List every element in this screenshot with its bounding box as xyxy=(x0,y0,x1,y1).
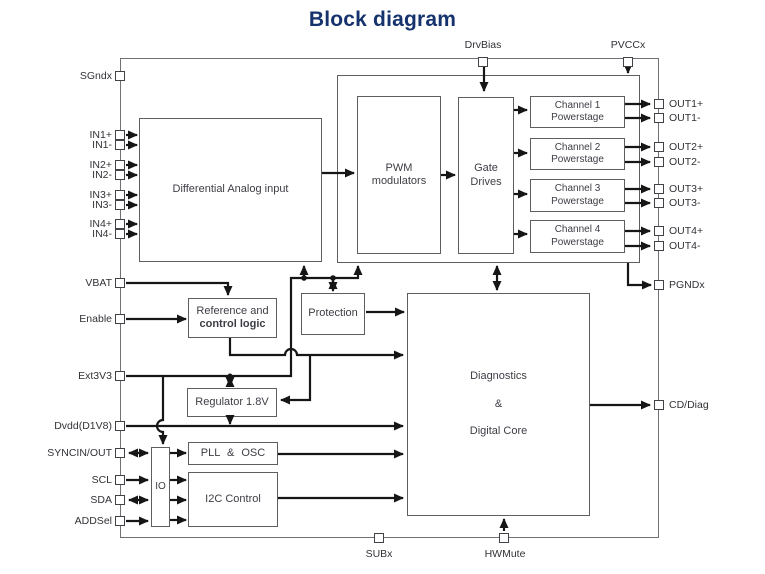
pin-dvdd xyxy=(115,421,125,431)
digital-io-wires xyxy=(126,448,404,526)
pin-drvbias xyxy=(478,57,488,67)
pin-enable xyxy=(115,314,125,324)
pin-in4-minus xyxy=(115,229,125,239)
supply-and-control-wires xyxy=(126,64,651,531)
pin-label-out1n: OUT1- xyxy=(669,112,701,124)
pin-in4-plus xyxy=(115,219,125,229)
pin-label-in3p: IN3+ xyxy=(89,189,112,201)
pin-label-syncinout: SYNCIN/OUT xyxy=(47,447,112,459)
block-channel-4-powerstage: Channel 4 Powerstage xyxy=(530,220,625,253)
pin-label-dvdd: Dvdd(D1V8) xyxy=(54,420,112,432)
pin-out2-plus xyxy=(654,142,664,152)
pin-label-in2n: IN2- xyxy=(92,169,112,181)
pin-out1-minus xyxy=(654,113,664,123)
pin-label-out3n: OUT3- xyxy=(669,197,701,209)
block-channel-3-powerstage: Channel 3 Powerstage xyxy=(530,179,625,212)
pin-label-pgndx: PGNDx xyxy=(669,279,705,291)
pin-label-vbat: VBAT xyxy=(85,277,112,289)
pin-label-out1p: OUT1+ xyxy=(669,98,704,110)
pin-scl xyxy=(115,475,125,485)
pin-label-out4n: OUT4- xyxy=(669,240,701,252)
pin-out1-plus xyxy=(654,99,664,109)
pin-pvccx xyxy=(623,57,633,67)
page-title: Block diagram xyxy=(308,8,457,31)
pin-label-in1p: IN1+ xyxy=(89,129,112,141)
pin-sda xyxy=(115,495,125,505)
block-gate-drives: Gate Drives xyxy=(458,97,514,254)
block-i2c-control: I2C Control xyxy=(188,472,278,527)
block-pll-osc: PLL & OSC xyxy=(188,442,278,465)
pin-in2-minus xyxy=(115,170,125,180)
pin-in2-plus xyxy=(115,160,125,170)
pin-label-in2p: IN2+ xyxy=(89,159,112,171)
pin-out2-minus xyxy=(654,157,664,167)
block-io: IO xyxy=(151,447,170,527)
block-differential-analog-input: Differential Analog input xyxy=(139,118,322,262)
pin-hwmute xyxy=(499,533,509,543)
pin-label-scl: SCL xyxy=(91,474,112,486)
block-diagnostics-digital-core: Diagnostics & Digital Core xyxy=(407,293,590,516)
pin-in3-minus xyxy=(115,200,125,210)
pin-label-sda: SDA xyxy=(90,494,112,506)
block-reference-control-logic: Reference and control logic xyxy=(188,298,277,338)
block-pwm-modulators: PWM modulators xyxy=(357,96,441,254)
pin-label-out3p: OUT3+ xyxy=(669,183,704,195)
pin-label-hwmute: HWMute xyxy=(484,548,526,560)
pin-in1-plus xyxy=(115,130,125,140)
pin-pgndx xyxy=(654,280,664,290)
block-regulator-1v8: Regulator 1.8V xyxy=(187,388,277,417)
pin-label-ext3v3: Ext3V3 xyxy=(78,370,112,382)
block-protection: Protection xyxy=(301,293,365,335)
pin-label-drvbias: DrvBias xyxy=(464,39,502,51)
block-channel-1-powerstage: Channel 1 Powerstage xyxy=(530,96,625,128)
pin-out4-minus xyxy=(654,241,664,251)
pin-label-in4p: IN4+ xyxy=(89,218,112,230)
pin-label-cddiag: CD/Diag xyxy=(669,399,709,411)
pin-ext3v3 xyxy=(115,371,125,381)
pin-vbat xyxy=(115,278,125,288)
pin-label-addsel: ADDSel xyxy=(74,515,112,527)
pin-label-sgndx: SGndx xyxy=(79,70,112,82)
input-arrows xyxy=(126,130,138,239)
pin-label-in1n: IN1- xyxy=(92,139,112,151)
pin-label-out2n: OUT2- xyxy=(669,156,701,168)
pin-label-out4p: OUT4+ xyxy=(669,225,704,237)
pin-in1-minus xyxy=(115,140,125,150)
pin-label-pvccx: PVCCx xyxy=(610,39,646,51)
signal-chain-arrows xyxy=(322,105,528,239)
pin-out4-plus xyxy=(654,226,664,236)
pin-addsel xyxy=(115,516,125,526)
pin-label-subx: SUBx xyxy=(365,548,393,560)
pin-subx xyxy=(374,533,384,543)
pin-syncinout xyxy=(115,448,125,458)
pin-label-enable: Enable xyxy=(79,313,112,325)
pin-label-in4n: IN4- xyxy=(92,228,112,240)
output-arrows xyxy=(625,99,652,290)
pin-out3-minus xyxy=(654,198,664,208)
pin-label-out2p: OUT2+ xyxy=(669,141,704,153)
pin-label-in3n: IN3- xyxy=(92,199,112,211)
pin-cddiag xyxy=(654,400,664,410)
power-section-frame xyxy=(337,75,640,263)
pin-in3-plus xyxy=(115,190,125,200)
pin-sgndx xyxy=(115,71,125,81)
chip-outline xyxy=(120,58,659,538)
block-differential-analog-input-label: Differential Analog input xyxy=(172,183,289,196)
block-channel-2-powerstage: Channel 2 Powerstage xyxy=(530,138,625,170)
pin-out3-plus xyxy=(654,184,664,194)
